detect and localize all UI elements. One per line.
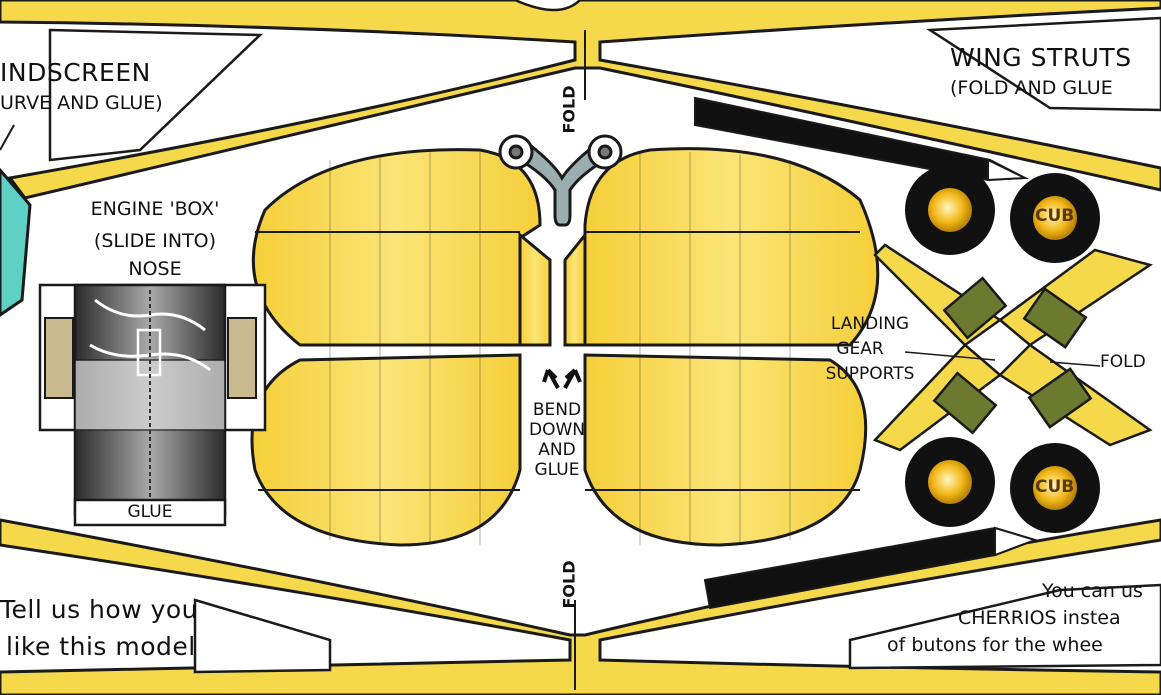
engine-box [38,283,267,527]
engine-box-line2: (SLIDE INTO) [93,230,217,252]
tail-clip [498,134,623,227]
wings [250,147,880,547]
landing-line1: LANDING [830,314,910,334]
tell-us-line1: Tell us how you [0,595,199,624]
wing-struts-note: (FOLD AND GLUE [950,77,1113,99]
gear-pointer [904,351,996,361]
landing-gear-supports [872,243,1153,452]
fold-label-bottom: FOLD [559,560,579,609]
fold-label-top: FOLD [559,85,579,134]
landing-line3: SUPPORTS [825,364,915,384]
top-flourish [514,0,581,12]
cherrios-line3: of butons for the whee [887,634,1103,656]
wing-lower-right [583,353,868,547]
cherrios-line2: CHERRIOS instea [958,607,1121,629]
wing-strut-bars [694,96,1039,610]
wheel-label-top: CUB [1035,206,1075,226]
wheels [905,165,1100,533]
landing-line2: GEAR [836,339,884,359]
windscreen-title: INDSCREEN [0,58,151,87]
wing-center-right [563,230,587,347]
bend-line4: GLUE [534,460,580,480]
top-wing-strut [0,0,1161,200]
bottom-wing-strut [0,518,1161,695]
windscreen-piece [0,167,32,317]
engine-box-line3: NOSE [128,258,182,280]
engine-box-line1: ENGINE 'BOX' [90,198,220,220]
wing-struts-title: WING STRUTS [950,43,1132,72]
bend-line2: DOWN [529,420,585,440]
wing-center-left [518,231,552,347]
bend-line1: BEND [532,400,582,420]
windscreen-note: URVE AND GLUE) [0,92,163,114]
bend-line3: AND [538,440,576,460]
tell-us-line2: like this model [6,632,196,661]
windscreen-pointer [0,124,15,151]
wing-upper-right [583,147,880,347]
bend-arrow-left [542,368,560,389]
bend-arrow-right [563,368,582,389]
engine-glue-label: GLUE [127,502,173,522]
wing-ribs [329,152,791,545]
wing-upper-left [251,148,542,347]
cherrios-line1: You can us [1042,580,1143,602]
fold-pointer [1049,361,1101,367]
wheel-label-bottom: CUB [1035,477,1075,497]
fold-label-right: FOLD [1100,352,1146,372]
